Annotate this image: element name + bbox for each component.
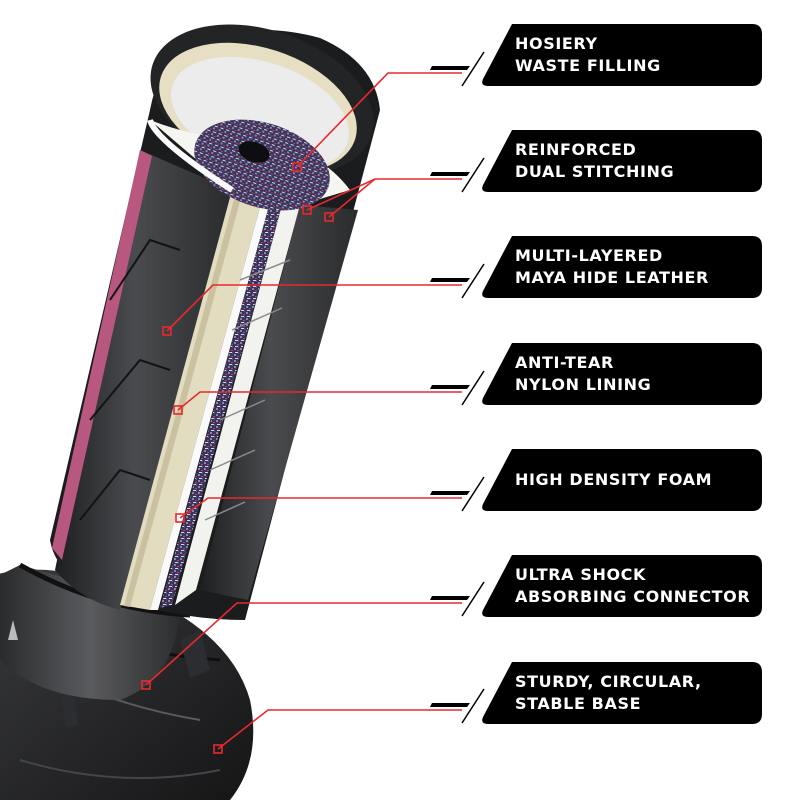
- label-background: [482, 343, 762, 405]
- leader-line-foam: [179, 497, 462, 519]
- marker-foam: [175, 513, 185, 523]
- label-reinforced-dual-stitching: REINFORCED DUAL STITCHING: [480, 130, 762, 192]
- label-text: ANTI-TEAR NYLON LINING: [515, 353, 652, 394]
- marker-leather: [162, 326, 172, 336]
- label-text: STURDY, CIRCULAR, STABLE BASE: [515, 672, 702, 713]
- marker-stitching-2: [324, 212, 334, 222]
- marker-nylon: [173, 405, 183, 415]
- label-text: MULTI-LAYERED MAYA HIDE LEATHER: [515, 246, 709, 287]
- label-sturdy-circular-stable-base: STURDY, CIRCULAR, STABLE BASE: [480, 662, 762, 724]
- leader-line-nylon: [177, 391, 462, 411]
- label-background: [482, 236, 762, 298]
- label-background: [482, 130, 762, 192]
- label-anti-tear-nylon-lining: ANTI-TEAR NYLON LINING: [480, 343, 762, 405]
- label-text: ULTRA SHOCK ABSORBING CONNECTOR: [515, 565, 751, 606]
- marker-connector: [141, 680, 151, 690]
- label-multi-layered-maya-hide-leather: MULTI-LAYERED MAYA HIDE LEATHER: [480, 236, 762, 298]
- connector-glyphs: [430, 51, 485, 724]
- label-text: REINFORCED DUAL STITCHING: [515, 140, 675, 181]
- label-background: [482, 24, 762, 86]
- leader-line-stitching: [306, 178, 462, 211]
- leader-line-leather: [166, 284, 462, 332]
- marker-stitching-1: [302, 205, 312, 215]
- label-background: [482, 449, 762, 511]
- marker-hosiery: [292, 162, 302, 172]
- marker-base: [213, 744, 223, 754]
- bag-top-cutaway: [147, 24, 374, 211]
- label-background: [482, 555, 762, 617]
- brand-logo-icon: [8, 620, 18, 640]
- label-text: HIGH DENSITY FOAM: [515, 470, 713, 489]
- label-ultra-shock-absorbing-connector: ULTRA SHOCK ABSORBING CONNECTOR: [480, 555, 762, 617]
- label-background: [482, 662, 762, 724]
- leader-line-base: [217, 709, 462, 750]
- label-hosiery-waste-filling: HOSIERY WASTE FILLING: [480, 24, 762, 86]
- label-text: HOSIERY WASTE FILLING: [515, 34, 661, 75]
- leader-line-connector: [145, 602, 462, 686]
- leader-line-hosiery: [296, 72, 462, 168]
- label-high-density-foam: HIGH DENSITY FOAM: [480, 449, 762, 511]
